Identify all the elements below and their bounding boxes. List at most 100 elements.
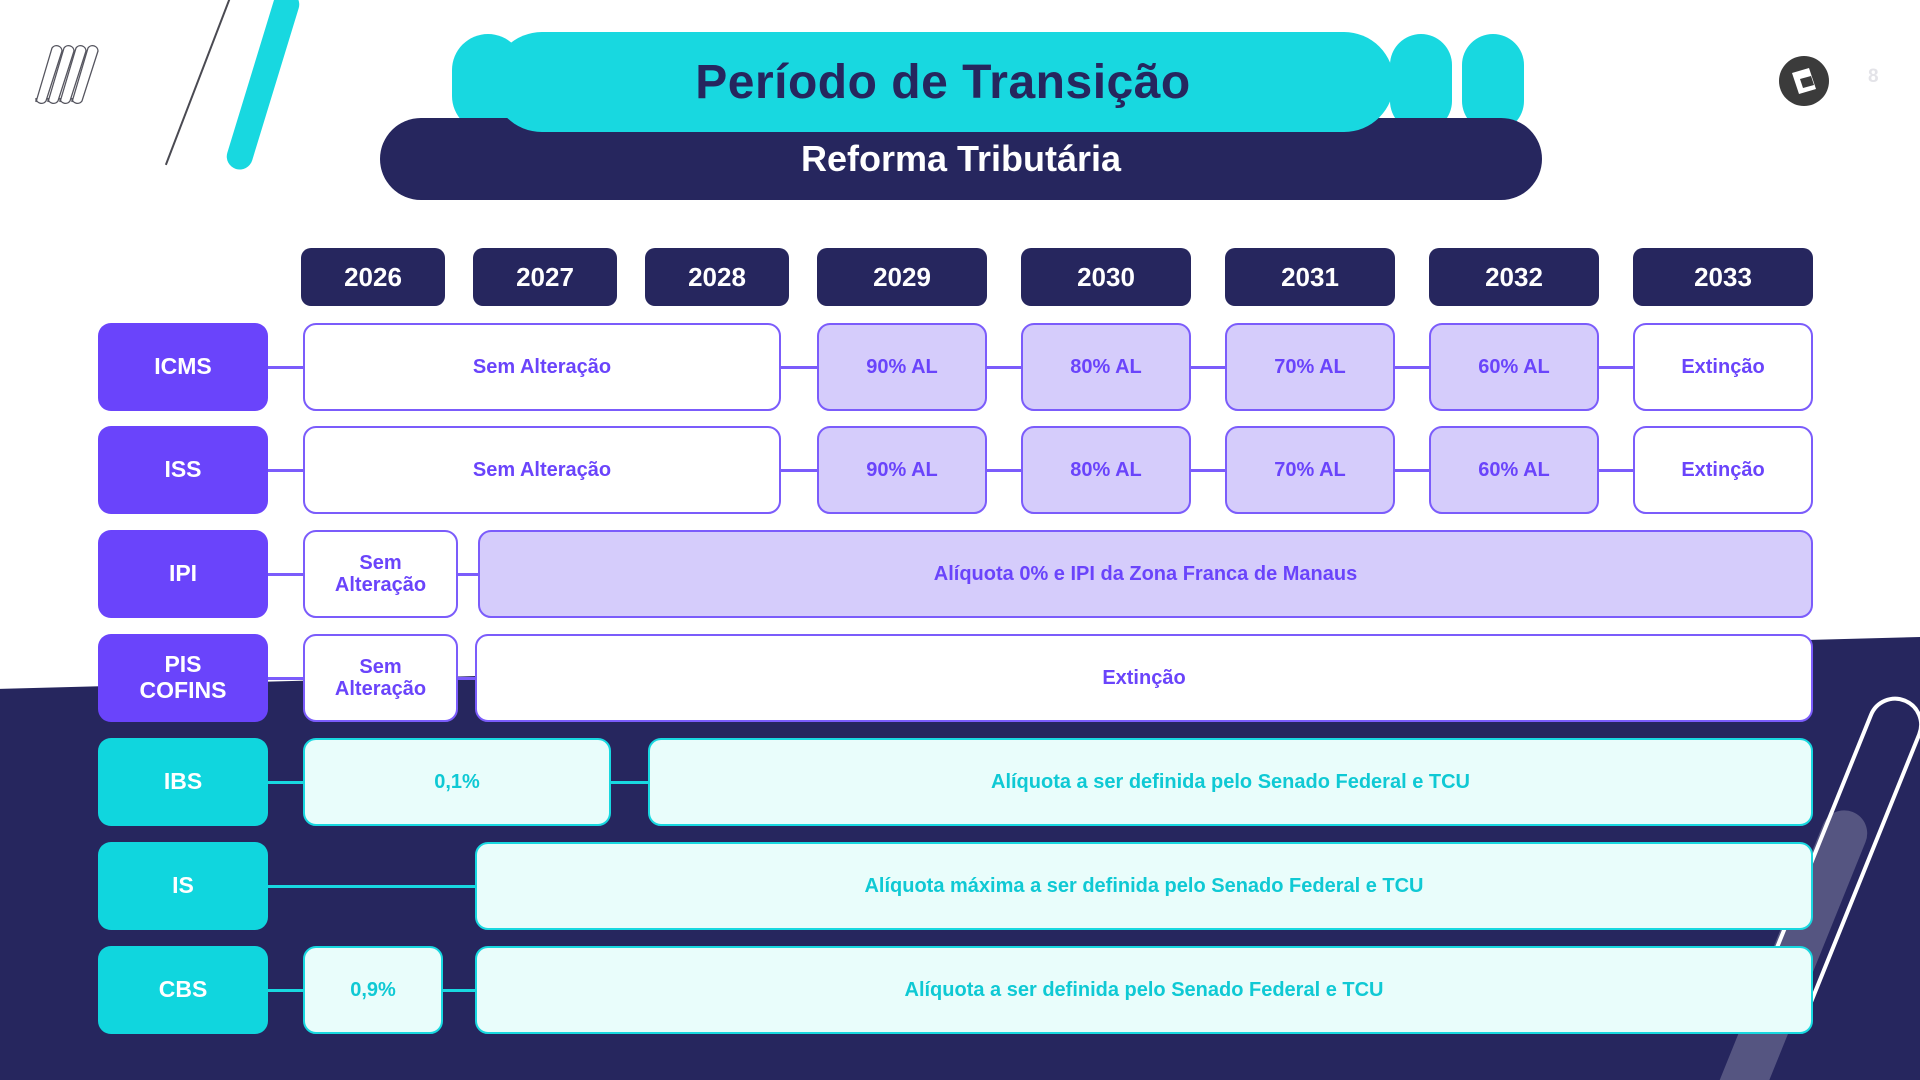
page-number: 8 [1868, 66, 1879, 87]
page-title: Período de Transição [695, 55, 1191, 109]
tax-label-icms[interactable]: ICMS [98, 323, 268, 411]
timeline-cell-text: 90% AL [866, 355, 938, 378]
timeline-cell[interactable]: 70% AL [1225, 323, 1395, 411]
timeline-cell[interactable]: 80% AL [1021, 426, 1191, 514]
totvs-logo-icon [1779, 56, 1829, 106]
timeline-cell-text: Extinção [1681, 458, 1765, 481]
row-connector [987, 366, 1021, 369]
timeline-cell-text: Sem Alteração [334, 551, 427, 596]
tax-label-is[interactable]: IS [98, 842, 268, 930]
timeline-cell[interactable]: 60% AL [1429, 426, 1599, 514]
timeline-cell[interactable]: 80% AL [1021, 323, 1191, 411]
year-chip-2033[interactable]: 2033 [1633, 248, 1813, 306]
timeline-cell-text: 90% AL [866, 458, 938, 481]
timeline-cell[interactable]: Extinção [1633, 323, 1813, 411]
row-connector [611, 781, 648, 784]
tax-label-ibs[interactable]: IBS [98, 738, 268, 826]
row-connector [1395, 469, 1429, 472]
timeline-cell-text: Sem Alteração [472, 355, 612, 378]
year-chip-2029[interactable]: 2029 [817, 248, 987, 306]
year-label: 2030 [1077, 261, 1135, 292]
timeline-cell[interactable]: 90% AL [817, 426, 987, 514]
row-connector [458, 573, 478, 576]
timeline-cell-text: 60% AL [1478, 355, 1550, 378]
year-label: 2029 [873, 261, 931, 292]
row-connector [268, 573, 303, 576]
timeline-cell-text: Alíquota máxima a ser definida pelo Sena… [864, 874, 1424, 897]
row-connector [458, 677, 475, 680]
timeline-cell-text: 0,1% [434, 770, 480, 793]
year-label: 2026 [344, 261, 402, 292]
row-connector [987, 469, 1021, 472]
timeline-cell-text: Alíquota a ser definida pelo Senado Fede… [904, 978, 1384, 1001]
timeline-cell[interactable]: Sem Alteração [303, 530, 458, 618]
timeline-row-iss: ISS Sem Alteração 90% AL 80% AL 70% AL 60% AL… [0, 426, 1920, 514]
timeline-cell-text: 80% AL [1070, 458, 1142, 481]
row-connector [268, 366, 303, 369]
timeline-cell[interactable]: 60% AL [1429, 323, 1599, 411]
timeline-cell-text: 0,9% [350, 978, 396, 1001]
timeline-cell[interactable]: 90% AL [817, 323, 987, 411]
row-connector [781, 469, 817, 472]
tax-label-text: ICMS [154, 353, 212, 380]
row-connector [268, 469, 303, 472]
subtitle-text: Reforma Tributária [800, 138, 1122, 179]
row-connector [1599, 366, 1633, 369]
tax-label-text: CBS [158, 976, 208, 1003]
tax-label-text: IS [172, 872, 194, 899]
timeline-row-icms: ICMS Sem Alteração 90% AL 80% AL 70% AL 60% A… [0, 323, 1920, 411]
year-label: 2027 [516, 261, 574, 292]
year-label: 2032 [1485, 261, 1543, 292]
header-pill-right-2 [1462, 34, 1524, 132]
timeline-cell-text: Alíquota 0% e IPI da Zona Franca de Mana… [933, 562, 1358, 585]
row-connector [268, 677, 303, 680]
tax-label-text: ISS [164, 456, 202, 483]
year-chip-2026[interactable]: 2026 [301, 248, 445, 306]
slide-header: Reforma Tributária Período de Transição [0, 0, 1920, 210]
year-chip-2028[interactable]: 2028 [645, 248, 789, 306]
timeline-cell[interactable]: 0,1% [303, 738, 611, 826]
year-chip-2032[interactable]: 2032 [1429, 248, 1599, 306]
year-chip-2027[interactable]: 2027 [473, 248, 617, 306]
timeline-cell-text: Sem Alteração [334, 655, 427, 700]
timeline-cell[interactable]: Alíquota 0% e IPI da Zona Franca de Mana… [478, 530, 1813, 618]
timeline-cell[interactable]: 70% AL [1225, 426, 1395, 514]
timeline-cell-text: Alíquota a ser definida pelo Senado Fede… [991, 770, 1470, 793]
row-connector [1599, 469, 1633, 472]
timeline-cell[interactable]: Alíquota a ser definida pelo Senado Fede… [475, 946, 1813, 1034]
timeline-cell-text: 70% AL [1274, 355, 1346, 378]
tax-label-iss[interactable]: ISS [98, 426, 268, 514]
year-chip-2030[interactable]: 2030 [1021, 248, 1191, 306]
row-connector [268, 781, 303, 784]
year-label: 2031 [1281, 261, 1339, 292]
timeline-cell[interactable]: Extinção [1633, 426, 1813, 514]
tax-label-text: IPI [168, 560, 198, 587]
timeline-cell[interactable]: Alíquota a ser definida pelo Senado Fede… [648, 738, 1813, 826]
row-connector [1395, 366, 1429, 369]
tax-label-cbs[interactable]: CBS [98, 946, 268, 1034]
tax-label-line1: PIS [164, 651, 202, 678]
tax-label-ipi[interactable]: IPI [98, 530, 268, 618]
row-connector [1191, 366, 1225, 369]
timeline-cell-text: Extinção [1102, 666, 1186, 689]
timeline-cell[interactable]: Extinção [475, 634, 1813, 722]
row-connector [268, 885, 475, 888]
row-connector [443, 989, 475, 992]
timeline-cell-text: 60% AL [1478, 458, 1550, 481]
timeline-cell[interactable]: Alíquota máxima a ser definida pelo Sena… [475, 842, 1813, 930]
timeline-cell[interactable]: 0,9% [303, 946, 443, 1034]
timeline-cell[interactable]: Sem Alteração [303, 323, 781, 411]
row-connector [1191, 469, 1225, 472]
row-connector [781, 366, 817, 369]
year-chip-2031[interactable]: 2031 [1225, 248, 1395, 306]
year-label: 2033 [1694, 261, 1752, 292]
tax-label-line2: COFINS [139, 677, 227, 703]
timeline-cell[interactable]: Sem Alteração [303, 634, 458, 722]
timeline-cell[interactable]: Sem Alteração [303, 426, 781, 514]
timeline-cell-text: 80% AL [1070, 355, 1142, 378]
tax-label-text: IBS [163, 768, 203, 795]
timeline-row-cbs: CBS 0,9% Alíquota a ser definida pelo Sena… [0, 946, 1920, 1034]
